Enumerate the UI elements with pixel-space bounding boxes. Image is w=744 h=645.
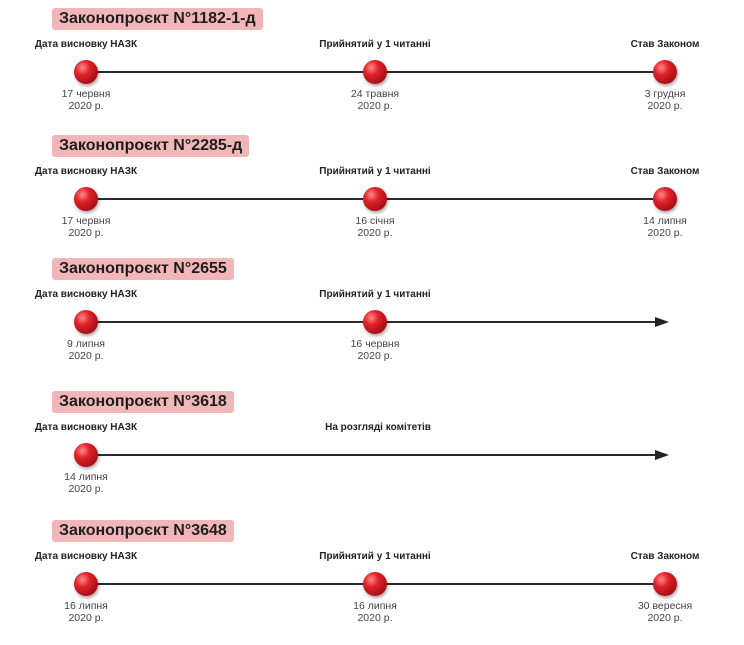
milestone-date-day: 30 вересня <box>637 600 693 612</box>
milestone-marker-icon <box>363 187 387 211</box>
bill-title: Законопроєкт N°1182-1-д <box>52 8 263 30</box>
milestone-marker-icon <box>653 187 677 211</box>
milestone-marker-icon <box>74 443 98 467</box>
milestone-date-day: 24 травня <box>350 88 400 100</box>
bill-title: Законопроєкт N°3618 <box>52 391 234 413</box>
milestone-label: Прийнятий у 1 читанні <box>319 551 431 562</box>
milestone-date-year: 2020 р. <box>357 100 393 112</box>
milestone-marker-icon <box>363 572 387 596</box>
milestone-date-year: 2020 р. <box>68 612 104 624</box>
milestone-marker-icon <box>74 187 98 211</box>
milestone-label: На розгляді комітетів <box>325 422 431 433</box>
milestone-date-day: 9 липня <box>67 338 105 350</box>
milestone-label: Прийнятий у 1 читанні <box>319 289 431 300</box>
milestone-label: Став Законом <box>630 551 700 562</box>
milestone-date-year: 2020 р. <box>68 227 104 239</box>
milestone-date-day: 16 липня <box>353 600 397 612</box>
milestone-label: Дата висновку НАЗК <box>34 551 138 562</box>
milestone-label: Дата висновку НАЗК <box>34 39 138 50</box>
milestone-date-day: 17 червня <box>61 215 111 227</box>
milestone-marker-icon <box>74 60 98 84</box>
milestone-label: Прийнятий у 1 читанні <box>319 39 431 50</box>
milestone-date-year: 2020 р. <box>647 100 683 112</box>
milestone-marker-icon <box>363 310 387 334</box>
milestone-date-year: 2020 р. <box>647 612 683 624</box>
milestone-date-year: 2020 р. <box>68 100 104 112</box>
timeline-line <box>86 454 655 456</box>
bill-title: Законопроєкт N°2655 <box>52 258 234 280</box>
milestone-date-year: 2020 р. <box>357 612 393 624</box>
milestone-label: Дата висновку НАЗК <box>34 422 138 433</box>
milestone-date-year: 2020 р. <box>357 227 393 239</box>
milestone-date-year: 2020 р. <box>357 350 393 362</box>
milestone-date-day: 16 січня <box>355 215 395 227</box>
milestone-marker-icon <box>653 572 677 596</box>
milestone-marker-icon <box>363 60 387 84</box>
milestone-date-day: 3 грудня <box>644 88 686 100</box>
milestone-date-day: 14 липня <box>64 471 108 483</box>
milestone-label: Дата висновку НАЗК <box>34 166 138 177</box>
milestone-date-year: 2020 р. <box>647 227 683 239</box>
milestone-marker-icon <box>74 310 98 334</box>
milestone-label: Прийнятий у 1 читанні <box>319 166 431 177</box>
milestone-date-year: 2020 р. <box>68 350 104 362</box>
bill-title: Законопроєкт N°3648 <box>52 520 234 542</box>
timeline-arrow-icon <box>655 317 669 327</box>
milestone-date-day: 16 червня <box>350 338 400 350</box>
bill-title: Законопроєкт N°2285-д <box>52 135 250 157</box>
milestone-date-day: 17 червня <box>61 88 111 100</box>
timeline-arrow-icon <box>655 450 669 460</box>
milestone-label: Став Законом <box>630 39 700 50</box>
milestone-marker-icon <box>653 60 677 84</box>
milestone-date-year: 2020 р. <box>68 483 104 495</box>
milestone-marker-icon <box>74 572 98 596</box>
milestone-date-day: 16 липня <box>64 600 108 612</box>
milestone-label: Дата висновку НАЗК <box>34 289 138 300</box>
milestone-label: Став Законом <box>630 166 700 177</box>
milestone-date-day: 14 липня <box>643 215 687 227</box>
